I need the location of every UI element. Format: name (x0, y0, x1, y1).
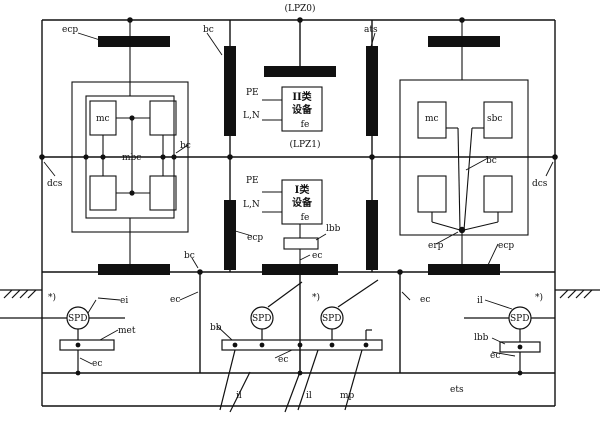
ec-label-busbar: ec (278, 355, 288, 365)
spd-label-left: SPD (68, 314, 87, 324)
ecp-label-right: ecp (498, 241, 514, 251)
pe-label-lower: PE (246, 176, 259, 186)
mp-label: mp (340, 391, 355, 401)
class2-equipment-line2: 设备 (292, 103, 313, 116)
class2-equipment-line1: II类 (292, 90, 311, 103)
bb-label: bb (210, 323, 222, 333)
class1-equipment-box (281, 179, 323, 225)
mbc-label: mbc (122, 153, 141, 163)
vertical-bar-left-lower (224, 200, 236, 270)
equipment-cabinet-bl (89, 175, 117, 211)
entry-services (0, 279, 555, 413)
right-room (372, 20, 555, 272)
equipment-cabinet-mc (417, 101, 447, 139)
bc-label-left-room: bc (180, 141, 191, 151)
pe-label-upper: PE (246, 88, 259, 98)
il-label-1: il (236, 391, 242, 401)
ecp-bar-bottom-left (98, 264, 170, 275)
ecp-bar-bottom-right (428, 264, 500, 275)
junction-dots (39, 17, 558, 376)
ec-label-left-bottom: ec (92, 359, 102, 369)
ground-hatch (0, 289, 600, 299)
ecp-bar-top-left (98, 36, 170, 47)
bc-label-bottom: bc (184, 251, 195, 261)
equipment-cabinet-br2 (483, 175, 513, 213)
class1-equipment-line2: 设备 (292, 196, 313, 209)
main-earthing-terminal (59, 339, 115, 351)
mc-label-right: mc (425, 114, 439, 124)
bc-label-right-room: bc (486, 156, 497, 166)
dcs-label-left: dcs (47, 179, 63, 189)
bonding-busbar (221, 339, 383, 351)
local-bonding-bar (283, 237, 319, 250)
lbb-label-right: lbb (474, 333, 489, 343)
erp-label: erp (428, 241, 444, 251)
mc-label-left: mc (96, 114, 110, 124)
spd-label-mid2: SPD (322, 314, 341, 324)
labels: (LPZ0) (LPZ1) II类 设备 fe I类 设备 fe ecp bc … (47, 3, 548, 401)
zone-lpz0-label: (LPZ0) (284, 3, 315, 14)
ec-label-right: ec (420, 295, 430, 305)
class2-fe-label: fe (301, 120, 310, 130)
ln-label-upper: L,N (243, 111, 260, 121)
center-equipment (230, 86, 372, 272)
il-label-2: il (306, 391, 312, 401)
spd-label-right: SPD (510, 314, 529, 324)
ets-label: ets (450, 385, 464, 395)
lbb-label-center: lbb (326, 224, 341, 234)
class1-fe-label: fe (301, 213, 310, 223)
ats-label: ats (364, 25, 378, 35)
ecp-label-center: ecp (247, 233, 263, 243)
class2-equipment-box (281, 86, 323, 132)
star-note-center: *) (312, 292, 320, 303)
class1-equipment-line1: I类 (295, 183, 310, 196)
ecp-label-top: ecp (62, 25, 78, 35)
vertical-bar-left-upper (224, 46, 236, 136)
building-outline (41, 19, 556, 407)
bc-label-top: bc (203, 25, 214, 35)
met-label: met (118, 326, 136, 336)
ec-label-right-bottom: ec (490, 351, 500, 361)
equipment-cabinet-br (149, 175, 177, 211)
zone-lpz1-label: (LPZ1) (289, 139, 320, 150)
ecp-bar-top-right (428, 36, 500, 47)
equipment-cabinet-tr (149, 100, 177, 136)
ln-label-lower: L,N (243, 200, 260, 210)
star-note-left: *) (48, 292, 56, 303)
ecp-bar-top-center (264, 66, 336, 77)
bonding-bars (98, 36, 500, 275)
il-label-right: il (477, 296, 483, 306)
leader-lines (43, 32, 554, 365)
vertical-bar-right-upper (366, 46, 378, 136)
ei-label: ei (120, 296, 128, 306)
ec-label-left: ec (170, 295, 180, 305)
ec-label-center: ec (312, 251, 322, 261)
equipment-cabinet-bl2 (417, 175, 447, 213)
left-room (42, 20, 230, 272)
equipment-cabinet-sbc (483, 101, 513, 139)
spd-label-mid1: SPD (252, 314, 271, 324)
star-note-right: *) (535, 292, 543, 303)
vertical-bar-right-lower (366, 200, 378, 270)
dcs-label-right: dcs (532, 179, 548, 189)
sbc-label: sbc (487, 114, 502, 124)
